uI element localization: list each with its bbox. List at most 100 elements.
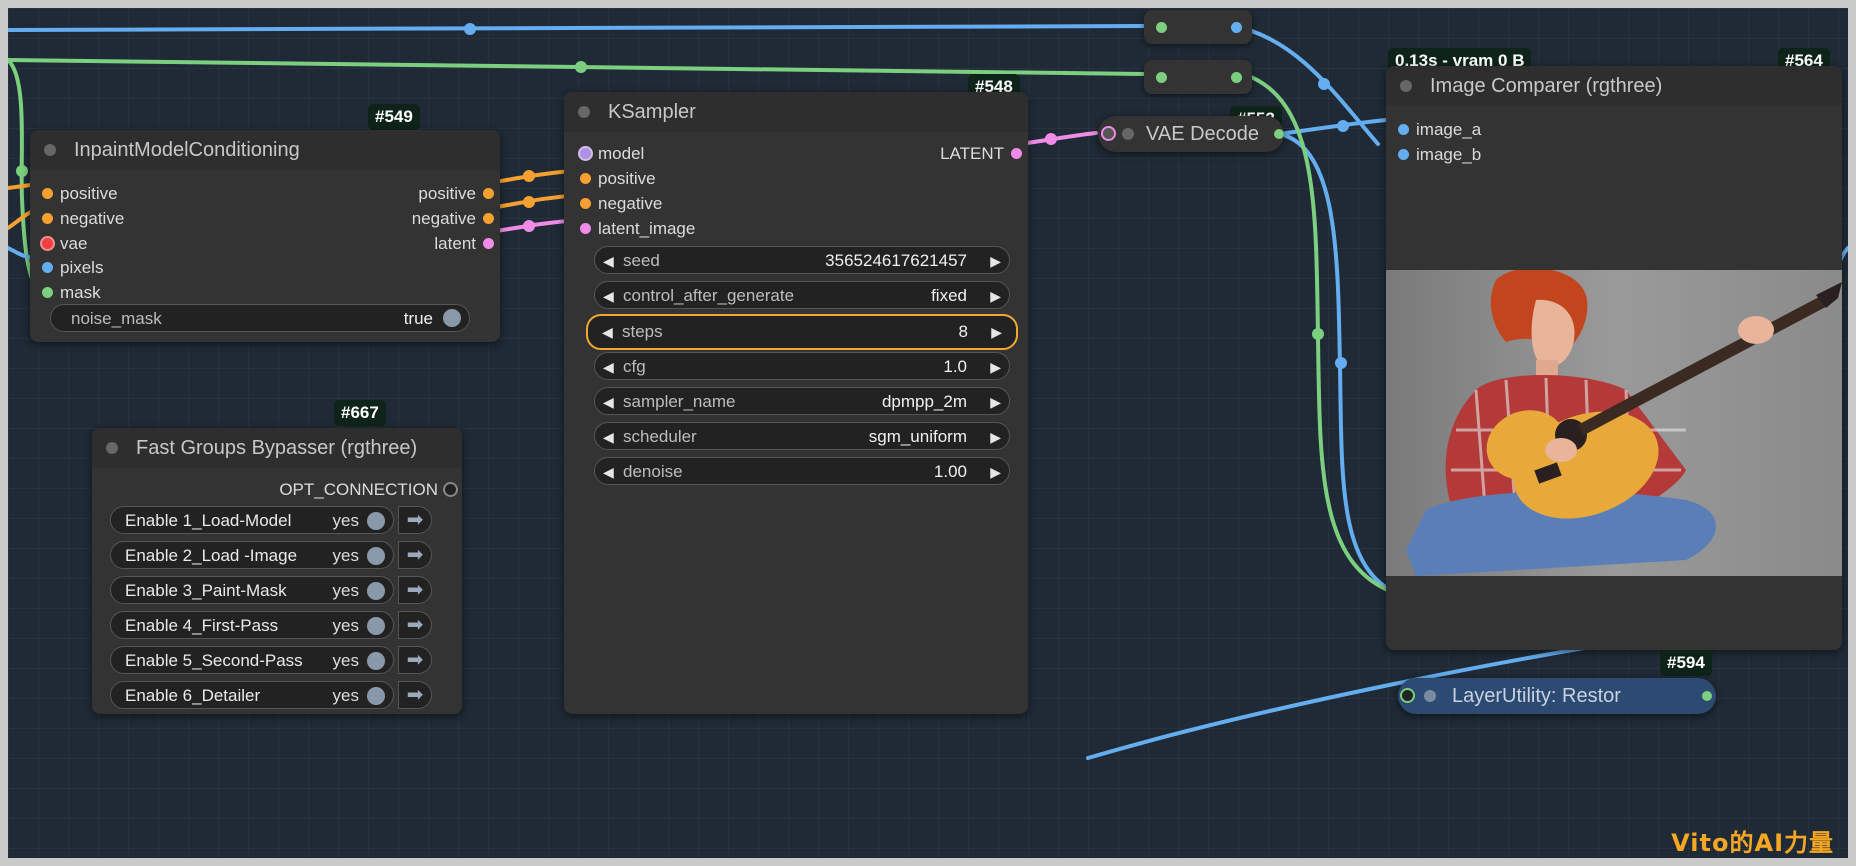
- pin-icon[interactable]: [42, 287, 53, 298]
- layer-utility-input-pin[interactable]: [1402, 690, 1413, 701]
- node-title-bar[interactable]: Fast Groups Bypasser (rgthree): [92, 428, 462, 468]
- group-toggle-row[interactable]: Enable 3_Paint-Mask yes ➡: [110, 576, 432, 604]
- group-toggle[interactable]: Enable 1_Load-Model yes: [110, 506, 394, 534]
- toggle-knob-icon[interactable]: [367, 652, 385, 670]
- decrement-arrow-icon[interactable]: ◀: [603, 429, 614, 445]
- go-to-group-arrow-icon[interactable]: ➡: [398, 506, 432, 534]
- decrement-arrow-icon[interactable]: ◀: [602, 324, 613, 340]
- group-toggle[interactable]: Enable 6_Detailer yes: [110, 681, 394, 709]
- input-slot-pixels[interactable]: pixels: [42, 258, 103, 278]
- vae-decode-output-pin[interactable]: [1274, 129, 1284, 139]
- inpaint-model-conditioning-node[interactable]: InpaintModelConditioning positive negati…: [30, 130, 500, 342]
- increment-arrow-icon[interactable]: ▶: [990, 359, 1001, 375]
- group-toggle-row[interactable]: Enable 5_Second-Pass yes ➡: [110, 646, 432, 674]
- toggle-knob-icon[interactable]: [443, 309, 461, 327]
- pin-icon[interactable]: [1398, 149, 1409, 160]
- group-toggle[interactable]: Enable 2_Load -Image yes: [110, 541, 394, 569]
- reroute-node-blue[interactable]: [1144, 10, 1252, 44]
- go-to-group-arrow-icon[interactable]: ➡: [398, 611, 432, 639]
- cfg-widget[interactable]: ◀ cfg 1.0 ▶: [594, 352, 1010, 380]
- image-comparer-node[interactable]: Image Comparer (rgthree) image_a image_b: [1386, 66, 1842, 650]
- collapse-dot-icon[interactable]: [106, 442, 118, 454]
- toggle-knob-icon[interactable]: [367, 582, 385, 600]
- go-to-group-arrow-icon[interactable]: ➡: [398, 681, 432, 709]
- group-toggle-row[interactable]: Enable 1_Load-Model yes ➡: [110, 506, 432, 534]
- decrement-arrow-icon[interactable]: ◀: [603, 253, 614, 269]
- vae-decode-node[interactable]: VAE Decode: [1098, 116, 1284, 152]
- pin-icon[interactable]: [580, 198, 591, 209]
- reroute-output-pin[interactable]: [1231, 22, 1242, 33]
- increment-arrow-icon[interactable]: ▶: [990, 288, 1001, 304]
- collapse-dot-icon[interactable]: [1424, 690, 1436, 702]
- increment-arrow-icon[interactable]: ▶: [990, 429, 1001, 445]
- group-toggle-row[interactable]: Enable 6_Detailer yes ➡: [110, 681, 432, 709]
- node-title-bar[interactable]: InpaintModelConditioning: [30, 130, 500, 170]
- collapse-dot-icon[interactable]: [578, 106, 590, 118]
- pin-icon[interactable]: [483, 213, 494, 224]
- pin-icon[interactable]: [42, 238, 53, 249]
- decrement-arrow-icon[interactable]: ◀: [603, 464, 614, 480]
- seed-widget[interactable]: ◀ seed 356524617621457 ▶: [594, 246, 1010, 274]
- input-slot-latent-image[interactable]: latent_image: [580, 219, 695, 239]
- go-to-group-arrow-icon[interactable]: ➡: [398, 646, 432, 674]
- layer-utility-output-pin[interactable]: [1702, 691, 1712, 701]
- increment-arrow-icon[interactable]: ▶: [990, 464, 1001, 480]
- output-slot-negative[interactable]: negative: [354, 209, 494, 229]
- decrement-arrow-icon[interactable]: ◀: [603, 394, 614, 410]
- group-toggle-row[interactable]: Enable 4_First-Pass yes ➡: [110, 611, 432, 639]
- collapse-dot-icon[interactable]: [1400, 80, 1412, 92]
- input-slot-mask[interactable]: mask: [42, 283, 101, 303]
- vae-decode-input-pin[interactable]: [1103, 128, 1114, 139]
- input-slot-image-b[interactable]: image_b: [1398, 145, 1481, 165]
- reroute-input-pin[interactable]: [1156, 72, 1167, 83]
- toggle-knob-icon[interactable]: [367, 687, 385, 705]
- group-toggle[interactable]: Enable 5_Second-Pass yes: [110, 646, 394, 674]
- scheduler-widget[interactable]: ◀ scheduler sgm_uniform ▶: [594, 422, 1010, 450]
- decrement-arrow-icon[interactable]: ◀: [603, 359, 614, 375]
- pin-icon[interactable]: [580, 173, 591, 184]
- group-toggle[interactable]: Enable 4_First-Pass yes: [110, 611, 394, 639]
- go-to-group-arrow-icon[interactable]: ➡: [398, 576, 432, 604]
- output-slot-positive[interactable]: positive: [354, 184, 494, 204]
- increment-arrow-icon[interactable]: ▶: [990, 394, 1001, 410]
- fast-groups-bypasser-node[interactable]: Fast Groups Bypasser (rgthree) OPT_CONNE…: [92, 428, 462, 714]
- toggle-knob-icon[interactable]: [367, 512, 385, 530]
- input-slot-image-a[interactable]: image_a: [1398, 120, 1481, 140]
- go-to-group-arrow-icon[interactable]: ➡: [398, 541, 432, 569]
- input-slot-positive[interactable]: positive: [580, 169, 656, 189]
- pin-icon[interactable]: [580, 148, 591, 159]
- pin-icon[interactable]: [42, 188, 53, 199]
- pin-icon[interactable]: [1011, 148, 1022, 159]
- input-slot-negative[interactable]: negative: [580, 194, 662, 214]
- reroute-node-green[interactable]: [1144, 60, 1252, 94]
- layer-utility-restore-node[interactable]: LayerUtility: Restor: [1398, 678, 1716, 714]
- node-graph-canvas[interactable]: #549 InpaintModelConditioning positive n…: [8, 8, 1848, 858]
- input-slot-positive[interactable]: positive: [42, 184, 118, 204]
- control-after-generate-widget[interactable]: ◀ control_after_generate fixed ▶: [594, 281, 1010, 309]
- output-slot-latent[interactable]: latent: [354, 234, 494, 254]
- pin-icon[interactable]: [483, 238, 494, 249]
- collapse-dot-icon[interactable]: [44, 144, 56, 156]
- group-toggle[interactable]: Enable 3_Paint-Mask yes: [110, 576, 394, 604]
- increment-arrow-icon[interactable]: ▶: [991, 324, 1002, 340]
- output-slot-latent[interactable]: LATENT: [882, 144, 1022, 164]
- pin-icon[interactable]: [42, 262, 53, 273]
- steps-widget[interactable]: ◀ steps 8 ▶: [586, 314, 1018, 350]
- reroute-output-pin[interactable]: [1231, 72, 1242, 83]
- input-slot-vae[interactable]: vae: [42, 234, 87, 254]
- group-toggle-row[interactable]: Enable 2_Load -Image yes ➡: [110, 541, 432, 569]
- node-title-bar[interactable]: Image Comparer (rgthree): [1386, 66, 1842, 106]
- pin-icon[interactable]: [580, 223, 591, 234]
- output-slot-opt-connection[interactable]: OPT_CONNECTION: [236, 480, 456, 500]
- denoise-widget[interactable]: ◀ denoise 1.00 ▶: [594, 457, 1010, 485]
- node-title-bar[interactable]: KSampler: [564, 92, 1028, 132]
- comparison-image-preview[interactable]: [1386, 270, 1842, 576]
- reroute-input-pin[interactable]: [1156, 22, 1167, 33]
- pin-icon[interactable]: [483, 188, 494, 199]
- pin-icon[interactable]: [445, 484, 456, 495]
- collapse-dot-icon[interactable]: [1122, 128, 1134, 140]
- pin-icon[interactable]: [1398, 124, 1409, 135]
- ksampler-node[interactable]: KSampler model positive negative latent_…: [564, 92, 1028, 714]
- pin-icon[interactable]: [42, 213, 53, 224]
- toggle-knob-icon[interactable]: [367, 617, 385, 635]
